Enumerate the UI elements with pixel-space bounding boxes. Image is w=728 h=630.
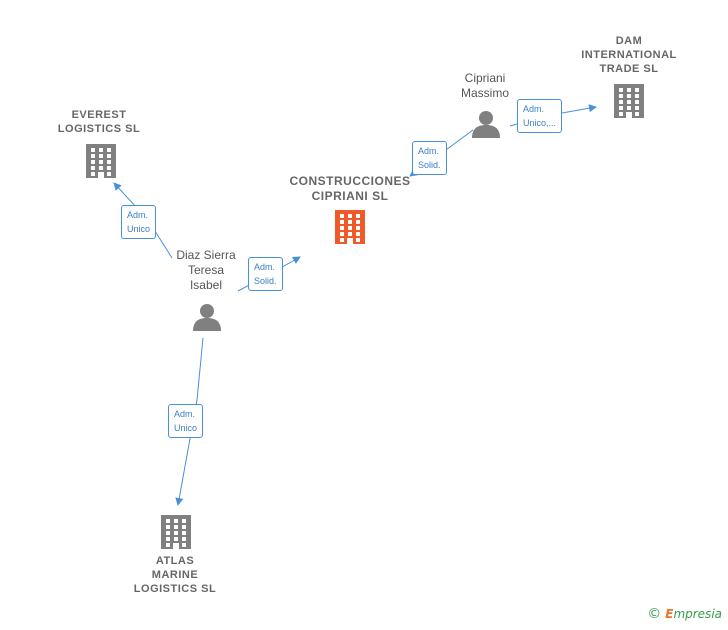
node-label-diaz[interactable]: Diaz Sierra Teresa Isabel	[176, 248, 236, 292]
building-icon	[335, 210, 365, 244]
brand-logo[interactable]: ©Empresia	[647, 606, 722, 622]
edge-label-diaz-atlas[interactable]: Adm. Unico	[168, 404, 204, 438]
person-icon	[193, 304, 221, 331]
edge-label-diaz-everest[interactable]: Adm. Unico	[121, 205, 157, 239]
node-label-everest[interactable]: EVEREST LOGISTICS SL	[57, 109, 141, 135]
building-icon	[86, 144, 116, 178]
node-label-atlas[interactable]: ATLAS MARINE LOGISTICS SL	[133, 555, 217, 595]
edge-diaz-atlas	[175, 337, 204, 506]
node-label-cipriani[interactable]: Cipriani Massimo	[460, 71, 510, 100]
person-icon	[472, 111, 500, 138]
edges	[113, 104, 597, 506]
node-label-construcciones[interactable]: CONSTRUCCIONES CIPRIANI SL	[289, 174, 411, 203]
copyright-icon: ©	[647, 606, 662, 622]
edge-label-cipriani-dam[interactable]: Adm. Unico,...	[517, 99, 563, 133]
edge-label-cipriani-construcciones[interactable]: Adm. Solid.	[412, 141, 447, 175]
edge-label-diaz-construcciones[interactable]: Adm. Solid.	[248, 257, 283, 291]
building-icon	[161, 515, 191, 549]
node-label-dam[interactable]: DAM INTERNATIONAL TRADE SL	[581, 35, 677, 75]
building-icon	[614, 84, 644, 118]
